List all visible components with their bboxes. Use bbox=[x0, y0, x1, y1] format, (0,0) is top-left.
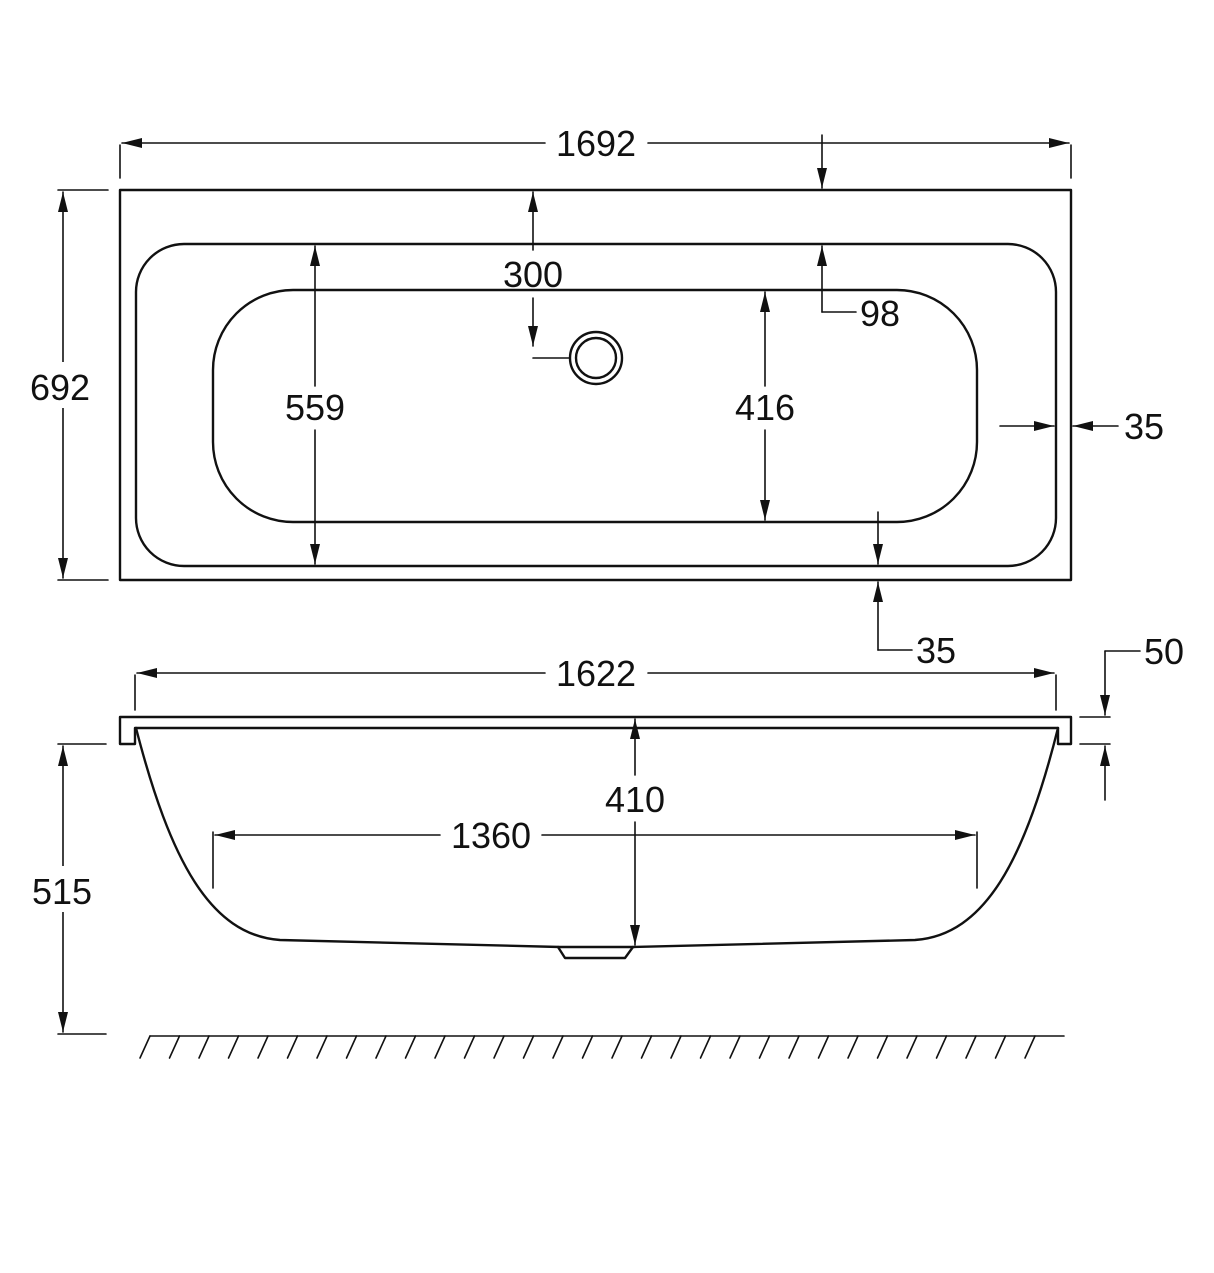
dim-depth: 410 bbox=[605, 718, 665, 946]
floor-hatching bbox=[139, 1035, 1065, 1059]
floor-hatch-mark bbox=[758, 1035, 771, 1059]
label-depth: 410 bbox=[605, 779, 665, 820]
dim-rim-thickness: 50 bbox=[1079, 631, 1184, 801]
label-side-rim-right: 35 bbox=[1124, 406, 1164, 447]
label-side-rim-bottom: 35 bbox=[916, 630, 956, 671]
side-basin-body bbox=[134, 726, 1060, 949]
dim-rim-inner-offset: 98 bbox=[817, 245, 900, 334]
dim-inner-width-top: 559 bbox=[285, 245, 345, 565]
floor-hatch-mark bbox=[788, 1035, 800, 1059]
floor-hatch-mark bbox=[404, 1035, 417, 1059]
floor-hatch-mark bbox=[463, 1035, 476, 1059]
label-inner-width-top: 559 bbox=[285, 387, 345, 428]
label-rim-thickness: 50 bbox=[1144, 631, 1184, 672]
label-inner-length-top: 1622 bbox=[556, 653, 636, 694]
floor-hatch-mark bbox=[375, 1035, 387, 1059]
dim-side-rim-right: 35 bbox=[999, 406, 1164, 447]
floor-hatch-mark bbox=[257, 1035, 269, 1059]
label-overall-height: 515 bbox=[32, 871, 92, 912]
label-outlet-offset: 300 bbox=[503, 254, 563, 295]
label-bottom-length: 1360 bbox=[451, 815, 531, 856]
floor-hatch-mark bbox=[906, 1035, 918, 1059]
dim-overall-height: 515 bbox=[22, 743, 107, 1035]
label-rim-inner-offset: 98 bbox=[860, 293, 900, 334]
label-overall-width: 692 bbox=[30, 367, 90, 408]
floor-hatch-mark bbox=[640, 1035, 653, 1059]
side-view bbox=[118, 715, 1073, 960]
dim-inner-length-top: 1622 bbox=[134, 653, 1057, 711]
floor-hatch-mark bbox=[227, 1035, 240, 1059]
floor-hatch-mark bbox=[611, 1035, 623, 1059]
floor-hatch-mark bbox=[493, 1035, 505, 1059]
drain-outlet bbox=[568, 330, 624, 386]
dim-outlet-offset: 300 bbox=[503, 191, 571, 359]
plan-inner-rim bbox=[134, 242, 1058, 568]
floor-hatch-mark bbox=[168, 1035, 181, 1059]
dim-bottom-length: 1360 bbox=[212, 815, 978, 889]
floor-hatch-mark bbox=[847, 1035, 859, 1059]
plan-view bbox=[118, 188, 1073, 582]
floor-hatch-mark bbox=[699, 1035, 712, 1059]
floor-hatch-mark bbox=[876, 1035, 889, 1059]
floor-hatch-mark bbox=[139, 1035, 151, 1059]
floor-hatch-mark bbox=[581, 1035, 594, 1059]
floor-hatch-mark bbox=[345, 1035, 358, 1059]
dim-side-rim-bottom: 35 bbox=[873, 511, 956, 671]
side-drain-sump bbox=[556, 945, 635, 960]
floor-hatch-mark bbox=[935, 1035, 948, 1059]
side-rim-lip bbox=[118, 715, 1073, 746]
dim-overall-width: 692 bbox=[20, 189, 109, 581]
label-overall-length: 1692 bbox=[556, 123, 636, 164]
dim-overall-length: 1692 bbox=[119, 123, 1072, 179]
plan-basin-floor bbox=[211, 288, 979, 524]
floor-hatch-mark bbox=[994, 1035, 1007, 1059]
drain-inner-ring bbox=[574, 336, 618, 380]
floor-hatch-mark bbox=[729, 1035, 741, 1059]
drain-outer-ring bbox=[568, 330, 624, 386]
floor-hatch-mark bbox=[286, 1035, 299, 1059]
floor-hatch-mark bbox=[817, 1035, 830, 1059]
label-inner-width-bottom: 416 bbox=[735, 387, 795, 428]
floor-hatch-mark bbox=[434, 1035, 446, 1059]
dim-inner-width-bottom: 416 bbox=[735, 291, 795, 521]
floor-hatch-mark bbox=[198, 1035, 210, 1059]
floor-hatch-mark bbox=[965, 1035, 977, 1059]
floor-hatch-mark bbox=[552, 1035, 564, 1059]
floor-hatch-mark bbox=[670, 1035, 682, 1059]
floor-hatch-mark bbox=[522, 1035, 535, 1059]
floor-hatch-mark bbox=[1024, 1035, 1036, 1059]
floor-hatch-mark bbox=[316, 1035, 328, 1059]
plan-outer-rim bbox=[118, 188, 1073, 582]
